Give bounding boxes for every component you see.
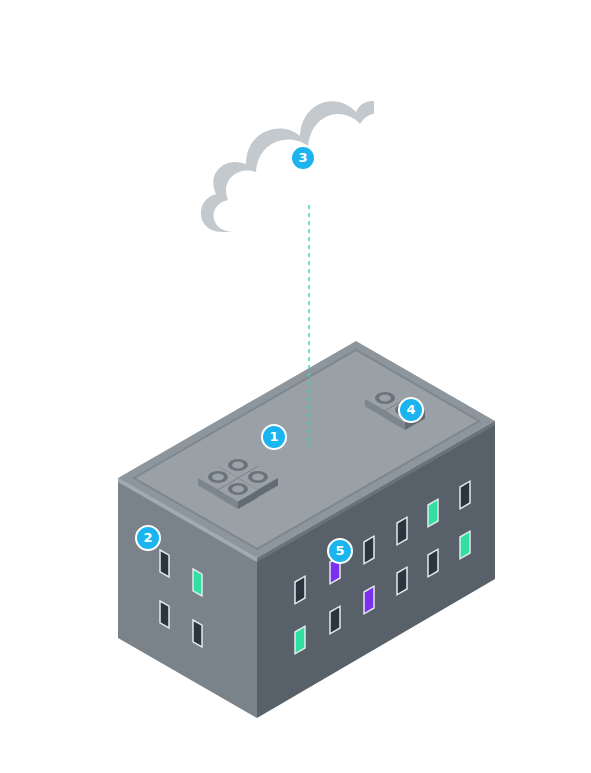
cloud-link	[308, 205, 310, 447]
windows	[160, 481, 470, 654]
callout-number: 4	[398, 397, 424, 423]
callout-number: 3	[290, 145, 316, 171]
cloud	[201, 96, 404, 236]
building	[118, 341, 495, 718]
callout-number: 5	[327, 538, 353, 564]
callout-number: 2	[135, 525, 161, 551]
callout-number: 1	[261, 424, 287, 450]
roof-units	[198, 388, 425, 510]
